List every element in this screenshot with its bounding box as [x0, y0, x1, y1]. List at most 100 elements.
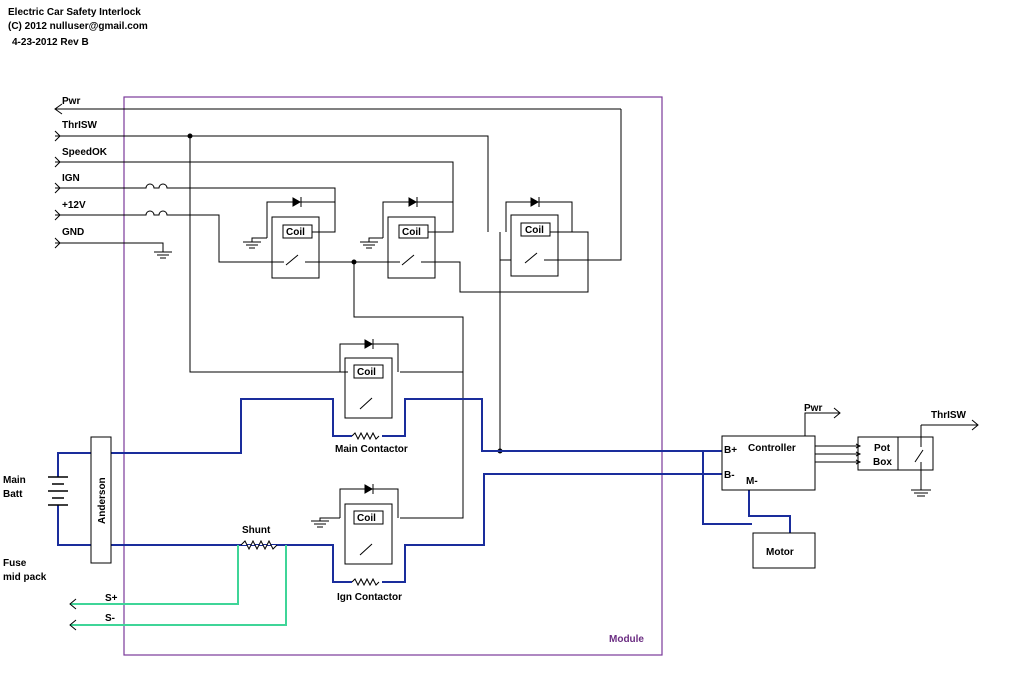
battery-positive-wire: [57, 398, 352, 477]
s-plus-label: S+: [105, 593, 118, 604]
relay-1-coil-label: Coil: [286, 227, 305, 238]
relay-3-coil-label: Coil: [525, 225, 544, 236]
relay-1-gnd-wire: [251, 237, 267, 242]
module-label: Module: [609, 634, 644, 645]
main-contactor-coil-label: Coil: [357, 367, 376, 378]
relay-1: [243, 197, 336, 279]
copyright-note: (C) 2012 nulluser@gmail.com: [8, 21, 148, 32]
main-contactor-body: [344, 357, 393, 419]
ign-contactor-coil: [353, 510, 384, 525]
controller-bminus: B-: [724, 470, 735, 481]
gnd-line: [55, 242, 164, 252]
controller-box: [721, 435, 816, 491]
relay-1-switch: [285, 254, 299, 266]
relay-3-coil: [520, 222, 551, 237]
fuse-label-line2: mid pack: [3, 572, 47, 583]
controller-pwr-wire: [804, 412, 840, 436]
ign-contactor-coil-label: Coil: [357, 513, 376, 524]
input-label-thrisw: ThrISW: [62, 120, 98, 131]
input-label-12v: +12V: [62, 200, 86, 211]
relay-2-gnd-wire: [368, 237, 383, 242]
ign-contactor-label: Ign Contactor: [337, 592, 402, 603]
motor-box: [752, 532, 816, 569]
input-label-ign: IGN: [62, 173, 80, 184]
ign-contactor-switch: [359, 543, 373, 556]
input-lines: [54, 103, 621, 263]
relay-3-diode: [530, 197, 540, 207]
relay-3-switch: [524, 252, 538, 264]
ign-chevron: [54, 182, 61, 194]
controller-bplus: B+: [724, 445, 737, 456]
mminus-to-motor: [748, 488, 791, 533]
s-minus-arrow: [69, 619, 77, 631]
controller: [721, 407, 858, 491]
logic-interconnects: [187, 133, 503, 519]
diagram-title: Electric Car Safety Interlock: [8, 7, 141, 18]
shunt-sense-wiring: [70, 545, 287, 626]
pot-box-label-line1: Pot: [874, 443, 891, 454]
shunt-resistor: [240, 539, 278, 551]
controller-mminus: M-: [746, 476, 758, 487]
thrisw-tap: [189, 136, 348, 373]
shunt-label: Shunt: [242, 525, 271, 536]
relay-2-body: [387, 216, 436, 279]
pot-box-switch: [914, 449, 924, 463]
input-label-speedok: SpeedOK: [62, 147, 108, 158]
v12-line: [55, 210, 272, 263]
pot-box-body: [857, 436, 934, 471]
power-wiring: [57, 398, 791, 583]
relay-2-diode-loop: [382, 201, 454, 238]
ign-contactor-body: [344, 503, 393, 565]
thrisw-line: [55, 135, 489, 232]
relay-1-diode: [292, 197, 302, 207]
battery-label-line2: Batt: [3, 489, 23, 500]
input-label-pwr: Pwr: [62, 96, 80, 107]
s-minus-wire: [70, 545, 287, 626]
battery-negative-wire: [57, 505, 352, 583]
main-contactor-label: Main Contactor: [335, 444, 408, 455]
main-contactor-switch: [359, 397, 373, 410]
relay-1-diode-loop: [266, 201, 336, 238]
pwr-arrow: [54, 103, 63, 115]
relay-2: [319, 197, 454, 279]
s-plus-wire: [70, 545, 239, 605]
fuse-label-line1: Fuse: [3, 558, 27, 569]
relay-2-switch: [401, 254, 415, 266]
speedok-chevron: [54, 156, 61, 168]
s-plus-arrow: [69, 598, 77, 610]
main-contactor-coil: [353, 364, 384, 379]
ign-line: [55, 183, 336, 232]
ign-contactor-out: [382, 473, 722, 583]
relay-3: [435, 109, 622, 293]
relay-3-body: [510, 214, 559, 277]
module-boundary: [123, 96, 663, 656]
ign-contactor-coil-winding: [351, 577, 380, 587]
anderson-label: Anderson: [97, 477, 108, 524]
ign-contactor: [311, 484, 399, 587]
thrisw-chevron: [54, 130, 61, 142]
input-label-gnd: GND: [62, 227, 84, 238]
controller-pwr-label: Pwr: [804, 403, 822, 414]
v12-chevron: [54, 209, 61, 221]
battery-label-line1: Main: [3, 475, 26, 486]
anderson-connector: [90, 436, 112, 564]
relay-1-body: [271, 216, 320, 279]
gnd-chevron: [54, 237, 61, 249]
main-contactor: [339, 339, 399, 441]
revision-note: 4-23-2012 Rev B: [12, 37, 89, 48]
speedok-line: [55, 161, 454, 232]
motor-label: Motor: [766, 547, 794, 558]
relay-2-coil-label: Coil: [402, 227, 421, 238]
bplus-to-motor: [702, 451, 752, 525]
main-contactor-out: [382, 398, 722, 452]
main-contactor-coil-winding: [351, 431, 380, 441]
controller-label: Controller: [748, 443, 796, 454]
pot-box: [855, 419, 979, 497]
main-battery: [48, 476, 68, 506]
relay-2-diode: [408, 197, 418, 207]
s-minus-label: S-: [105, 613, 115, 624]
pot-box-label-line2: Box: [873, 457, 892, 468]
pot-box-thrisw-label: ThrISW: [931, 410, 967, 421]
relay-node-tap: [353, 262, 464, 519]
